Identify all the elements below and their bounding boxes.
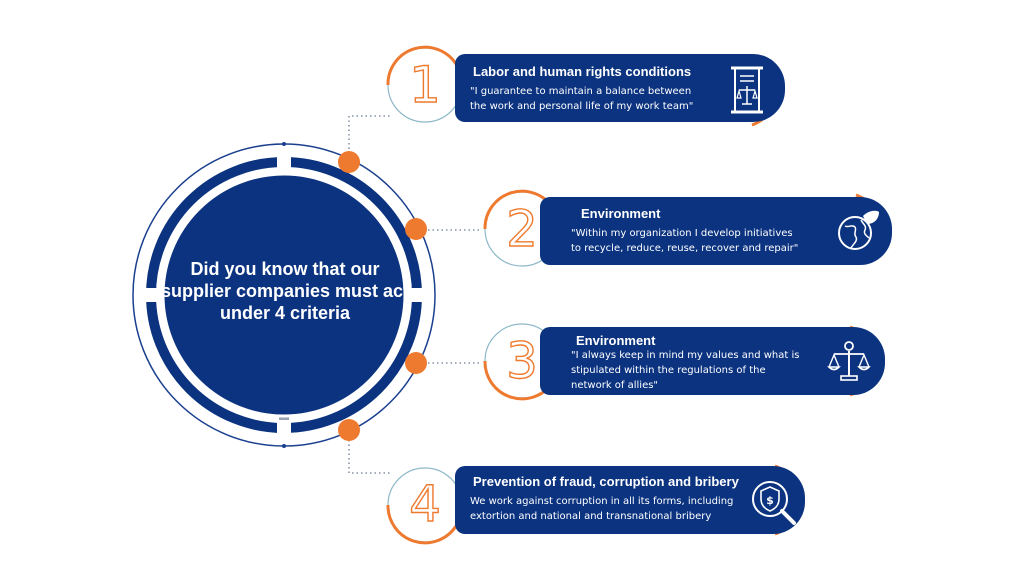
criterion-card-2	[540, 197, 892, 265]
criterion-desc-1: "I guarantee to maintain a balance betwe…	[470, 86, 694, 112]
band-gap-top	[277, 155, 291, 171]
person-scale-icon	[827, 341, 871, 381]
center-title: Did you know that our supplier companies…	[160, 259, 410, 323]
criterion-desc-2: "Within my organization I develop initia…	[571, 228, 799, 254]
ring-dot-bottom	[282, 444, 286, 448]
ring-dot-top	[282, 142, 286, 146]
criterion-card-1	[455, 54, 785, 122]
criterion-desc-3: "I always keep in mind my values and wha…	[571, 350, 800, 391]
criterion-title-3: Environment	[576, 333, 656, 348]
band-gap-bottom	[277, 419, 291, 435]
connector-1	[348, 115, 390, 158]
node-2	[405, 218, 427, 240]
criterion-title-4: Prevention of fraud, corruption and brib…	[473, 474, 739, 489]
document-scale-icon	[731, 66, 763, 114]
node-1	[338, 151, 360, 173]
criterion-number-4: 4	[408, 474, 441, 533]
shield-dollar-search-icon: $	[752, 481, 796, 525]
svg-text:$: $	[766, 494, 774, 507]
band-gap-right	[408, 288, 424, 302]
criterion-card-3	[540, 327, 885, 395]
criterion-title-2: Environment	[581, 206, 661, 221]
band-gap-left	[144, 288, 160, 302]
node-4	[338, 419, 360, 441]
connector-4	[348, 440, 390, 474]
globe-leaf-icon	[838, 210, 879, 250]
criterion-number-1: 1	[408, 55, 441, 114]
criterion-number-3: 3	[505, 331, 538, 390]
number-arc-4	[386, 504, 458, 545]
criterion-title-1: Labor and human rights conditions	[473, 64, 692, 79]
criterion-number-2: 2	[505, 199, 538, 258]
node-3	[405, 352, 427, 374]
criterion-desc-4: We work against corruption in all its fo…	[470, 496, 734, 522]
criterion-card-4	[455, 466, 805, 534]
center-circle	[161, 172, 407, 418]
number-arc-1	[386, 45, 458, 86]
